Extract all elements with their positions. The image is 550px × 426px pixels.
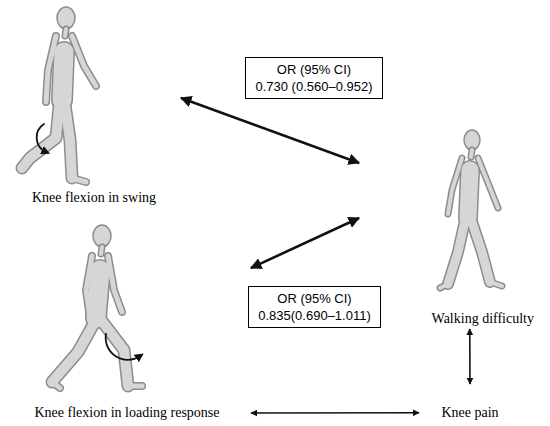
figure-caption: Knee flexion in loading response [34,404,219,422]
figure-node: Walking difficulty [360,118,546,328]
figure-node: Knee flexion in swing [8,2,180,207]
odds-ratio-box: OR (95% CI)0.835(0.690–1.011) [248,286,381,328]
figure-caption: Knee pain [441,404,498,422]
figure-node: Knee flexion in loading response [4,222,250,422]
association-arrow [251,412,419,414]
odds-ratio-text: 0.730 (0.560–0.952) [255,78,373,95]
loading-figure [52,225,142,388]
association-arrow [469,329,471,384]
figure-node: Knee pain [420,385,520,422]
association-arrow [251,218,359,268]
odds-ratio-text: OR (95% CI) [255,61,373,78]
swing-figure [22,7,96,182]
odds-ratio-text: OR (95% CI) [258,290,371,307]
figure-caption: Knee flexion in swing [32,189,156,207]
odds-ratio-text: 0.835(0.690–1.011) [258,307,371,324]
walking-figure [440,130,502,288]
odds-ratio-box: OR (95% CI)0.730 (0.560–0.952) [245,57,383,99]
association-arrow [181,98,359,163]
figure-caption: Walking difficulty [432,310,534,328]
